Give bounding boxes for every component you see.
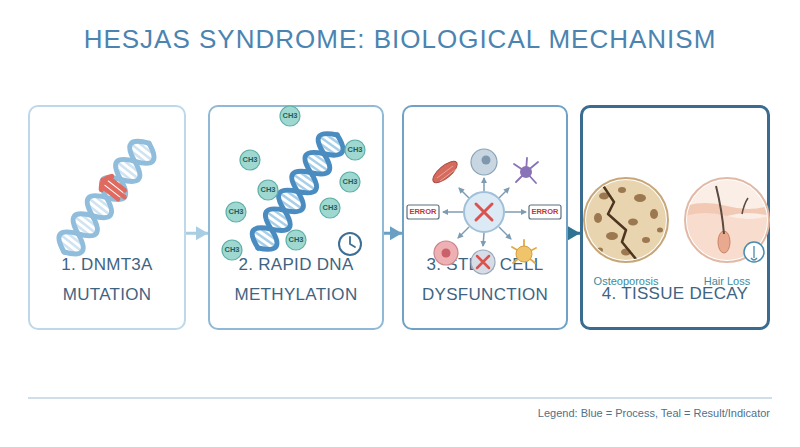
flow-arrow xyxy=(568,232,580,235)
footer-rule xyxy=(28,398,772,399)
result-box: 4. TISSUE DECAY xyxy=(580,105,770,330)
legend: Legend: Blue = Process, Teal = Result/In… xyxy=(538,405,770,421)
process-box: 1. DNMT3A MUTATION xyxy=(28,105,186,330)
diagram-title: HESJAS SYNDROME: BIOLOGICAL MECHANISM xyxy=(0,24,800,55)
node-text-block: 2. RAPID DNA METHYLATION xyxy=(218,250,374,310)
methyl-tag: CH3 xyxy=(260,186,275,194)
node-text-block: 3. STEM CELL DYSFUNCTION xyxy=(412,250,558,310)
legend-item: Legend: Blue = Process, Teal = Result/In… xyxy=(538,405,770,421)
methyl-tag: CH3 xyxy=(322,204,337,212)
condition-label: Hair Loss xyxy=(704,276,750,287)
step-label: 3. STEM CELL DYSFUNCTION xyxy=(412,250,558,310)
flow-arrow xyxy=(384,232,402,235)
methyl-tag: CH3 xyxy=(282,112,297,120)
node-text-block: 1. DNMT3A MUTATION xyxy=(38,250,176,310)
error-tag: ERROR xyxy=(531,208,558,216)
methyl-tag: CH3 xyxy=(224,246,239,254)
methyl-tag: CH3 xyxy=(228,208,243,216)
process-box: 2. RAPID DNA METHYLATION xyxy=(208,105,384,330)
methyl-tag: CH3 xyxy=(288,236,303,244)
legend-text: Legend: Blue = Process, Teal = Result/In… xyxy=(538,407,770,419)
methyl-tag: CH3 xyxy=(242,156,257,164)
step-label: 1. DNMT3A MUTATION xyxy=(38,250,176,310)
methyl-tag: CH3 xyxy=(342,178,357,186)
flow-arrow xyxy=(186,232,208,235)
methyl-tag: CH3 xyxy=(347,146,362,154)
process-box: 3. STEM CELL DYSFUNCTION xyxy=(402,105,568,330)
error-tag: ERROR xyxy=(409,208,436,216)
step-label: 2. RAPID DNA METHYLATION xyxy=(218,250,374,310)
condition-label: Osteoporosis xyxy=(594,276,659,287)
